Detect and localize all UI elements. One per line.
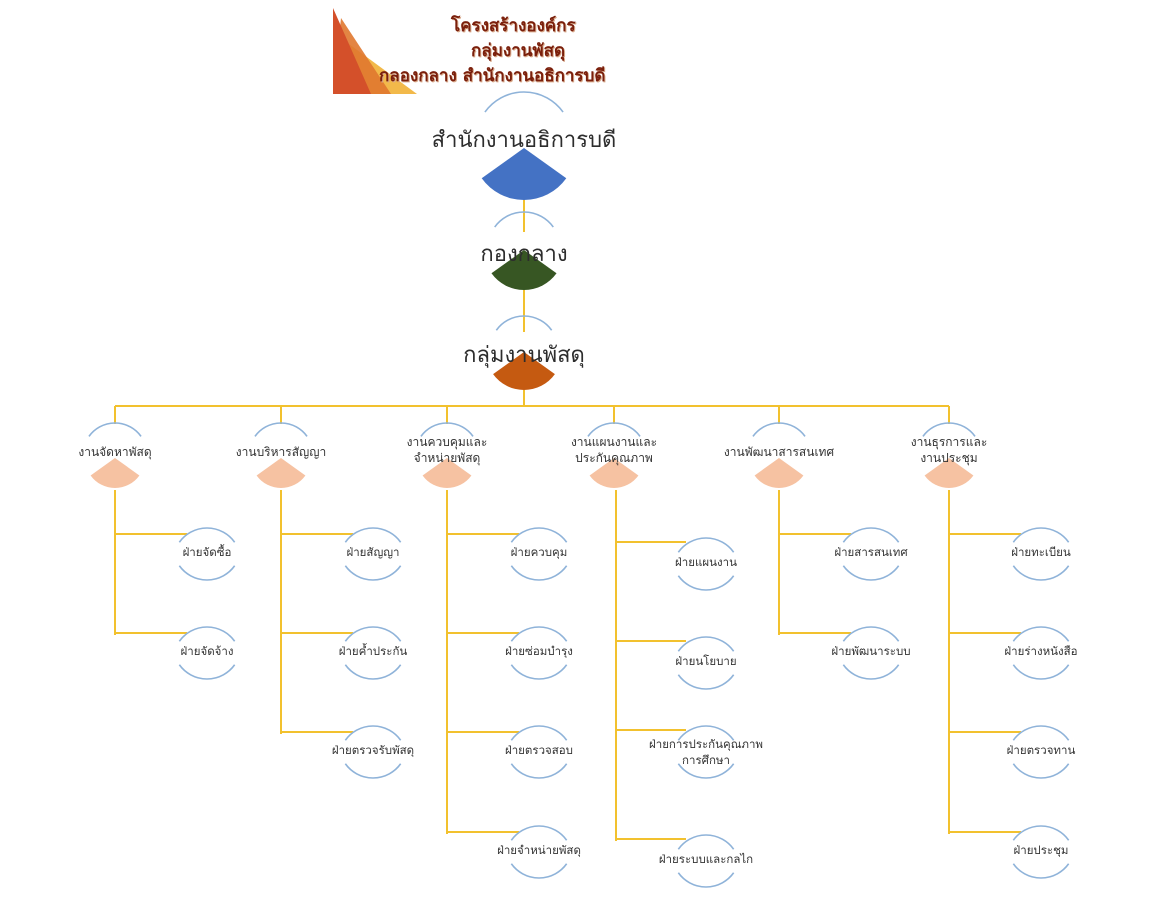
unit-label: ฝ่ายประชุม (1013, 843, 1069, 857)
unit-label: ฝ่ายตรวจสอบ (504, 743, 573, 757)
section-wedge (90, 458, 140, 489)
unit-arc (842, 626, 900, 642)
unit-label: ฝ่ายค้ำประกัน (338, 644, 408, 658)
unit-arc (1012, 527, 1070, 543)
section-arc (922, 422, 976, 437)
title-logo-graphic (333, 8, 417, 94)
section-wedge (256, 458, 306, 489)
unit-arc (510, 565, 568, 581)
unit-arc (677, 763, 735, 779)
unit-arc (1012, 825, 1070, 841)
node-arc (495, 315, 553, 331)
unit-arc (344, 763, 402, 779)
unit-arc (842, 565, 900, 581)
unit-arc (1012, 763, 1070, 779)
unit-arc (677, 636, 735, 652)
section-wedge (589, 458, 639, 489)
unit-label: ฝ่ายการประกันคุณภาพ การศึกษา (649, 737, 763, 767)
unit-arc (178, 626, 236, 642)
chart-title-block: โครงสร้างองค์กร กลุ่มงานพัสดุ กลองกลาง ส… (331, 8, 711, 96)
node-label-level-2: กองกลาง (480, 242, 568, 267)
unit-arc (510, 626, 568, 642)
unit-arc (677, 834, 735, 850)
section-label: งานพัฒนาสารสนเทศ (723, 445, 835, 459)
chart-title-line-2: กลุ่มงานพัสดุ (471, 41, 566, 61)
chart-title-line-3: กลองกลาง สำนักงานอธิการบดี (379, 66, 606, 86)
unit-arc (344, 565, 402, 581)
unit-arc (677, 872, 735, 888)
unit-arc (842, 527, 900, 543)
unit-arc (842, 664, 900, 680)
section-label: งานจัดหาพัสดุ (78, 445, 152, 459)
node-label-level-1: สำนักงานอธิการบดี (431, 128, 617, 153)
unit-label: ฝ่ายร่างหนังสือ (1004, 644, 1078, 658)
unit-label: ฝ่ายนโยบาย (675, 654, 737, 668)
section-wedge (754, 458, 804, 489)
unit-label: ฝ่ายจัดจ้าง (180, 644, 234, 658)
unit-label: ฝ่ายตรวจทาน (1006, 743, 1076, 757)
section-label: งานธุรการและ งานประชุม (910, 435, 988, 466)
unit-arc (677, 725, 735, 741)
node-arc (494, 211, 554, 228)
unit-arc (510, 863, 568, 879)
section-arc (254, 422, 308, 437)
node-wedge-level-1 (481, 148, 567, 200)
unit-label: ฝ่ายจำหน่ายพัสดุ (497, 843, 581, 857)
unit-arc (344, 725, 402, 741)
section-arc (88, 422, 142, 437)
unit-arc (344, 664, 402, 680)
section-arc (587, 422, 641, 437)
unit-arc (1012, 863, 1070, 879)
unit-label: ฝ่ายสัญญา (346, 545, 400, 559)
section-wedge (422, 458, 472, 489)
unit-arc (344, 527, 402, 543)
unit-arc (344, 626, 402, 642)
node-wedge-level-2 (491, 250, 557, 291)
unit-label: ฝ่ายควบคุม (510, 545, 568, 559)
chart-title-line-1: โครงสร้างองค์กร (451, 16, 576, 36)
node-label-level-3: กลุ่มงานพัสดุ (463, 343, 585, 368)
section-wedge (924, 458, 974, 489)
unit-label: ฝ่ายระบบและกลไก (658, 852, 754, 866)
unit-arc (510, 825, 568, 841)
unit-arc (178, 527, 236, 543)
unit-label: ฝ่ายพัฒนาระบบ (831, 644, 911, 658)
unit-arc (1012, 725, 1070, 741)
unit-arc (1012, 565, 1070, 581)
unit-arc (1012, 664, 1070, 680)
unit-label: ฝ่ายทะเบียน (1011, 545, 1071, 559)
section-label: งานบริหารสัญญา (235, 445, 327, 459)
unit-arc (677, 575, 735, 591)
unit-label: ฝ่ายตรวจรับพัสดุ (331, 743, 415, 757)
section-arc (420, 422, 474, 437)
unit-arc (510, 725, 568, 741)
unit-label: ฝ่ายสารสนเทศ (834, 545, 908, 559)
unit-arc (178, 565, 236, 581)
unit-arc (510, 664, 568, 680)
unit-label: ฝ่ายจัดซื้อ (182, 545, 232, 559)
node-arc (484, 91, 564, 113)
unit-label: ฝ่ายซ่อมบำรุง (505, 644, 573, 658)
unit-arc (677, 674, 735, 690)
unit-arc (178, 664, 236, 680)
unit-arc (677, 537, 735, 553)
unit-arc (1012, 626, 1070, 642)
section-label: งานควบคุมและ จำหน่ายพัสดุ (406, 435, 488, 466)
unit-label: ฝ่ายแผนงาน (675, 555, 737, 569)
section-arc (752, 422, 806, 437)
section-label: งานแผนงานและ ประกันคุณภาพ (570, 435, 658, 466)
unit-arc (510, 527, 568, 543)
unit-arc (510, 763, 568, 779)
node-wedge-level-3 (493, 352, 555, 390)
